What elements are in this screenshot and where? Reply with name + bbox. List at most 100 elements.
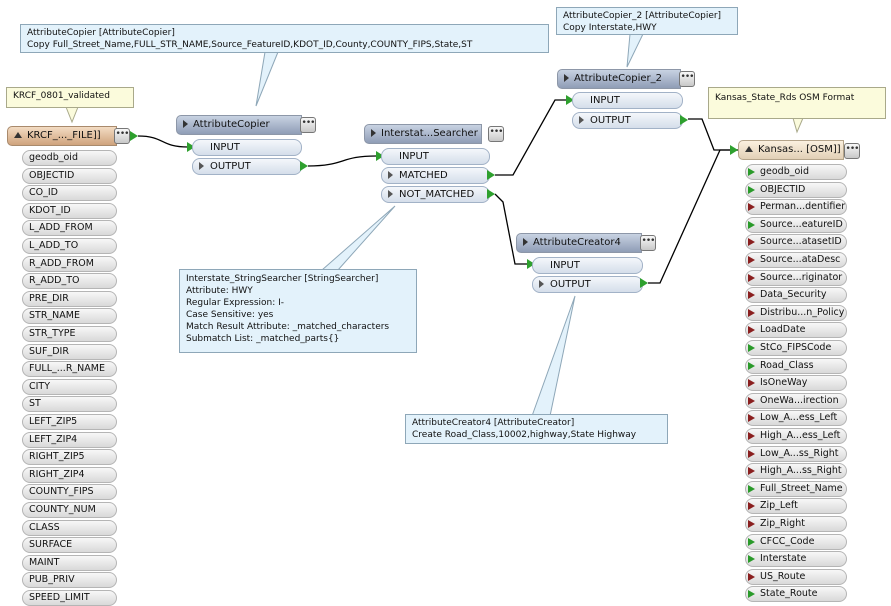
- reader-attribute[interactable]: R_ADD_FROM: [22, 255, 117, 272]
- reader-attribute[interactable]: L_ADD_FROM: [22, 220, 117, 237]
- creator-input-arrow-icon[interactable]: [527, 259, 535, 269]
- writer-menu-ellipsis-icon[interactable]: •••: [844, 143, 860, 159]
- link-copier-to-searcher[interactable]: [307, 155, 377, 167]
- copier2-menu-ellipsis-icon[interactable]: •••: [679, 71, 695, 87]
- writer-attribute[interactable]: geodb_oid: [745, 164, 847, 180]
- reader-attribute[interactable]: MAINT: [22, 554, 117, 571]
- searcher-input-port[interactable]: INPUT: [381, 148, 490, 165]
- writer-attribute[interactable]: Zip_Left: [745, 498, 847, 515]
- searcher-header[interactable]: Interstat...Searcher: [364, 124, 482, 144]
- reader-attribute[interactable]: geodb_oid: [22, 150, 117, 166]
- writer-attribute[interactable]: High_A...ess_Left: [745, 428, 847, 444]
- reader-attribute[interactable]: PUB_PRIV: [22, 572, 117, 589]
- collapse-icon[interactable]: [745, 146, 753, 152]
- reader-attribute[interactable]: RIGHT_ZIP4: [22, 466, 117, 483]
- copier2-header[interactable]: AttributeCopier_2: [557, 69, 681, 89]
- writer-attribute[interactable]: OneWa...irection: [745, 392, 847, 409]
- writer-attribute[interactable]: Data_Security: [745, 287, 847, 304]
- reader-header[interactable]: KRCF_..._FILE]]: [7, 126, 117, 146]
- expand-icon[interactable]: [523, 238, 528, 246]
- searcher-matched-port[interactable]: MATCHED: [381, 167, 490, 184]
- writer-attribute[interactable]: StCo_FIPSCode: [745, 340, 847, 356]
- link-matched-to-copier2[interactable]: [495, 99, 566, 176]
- copier-annotation[interactable]: AttributeCopier [AttributeCopier] Copy F…: [20, 24, 549, 53]
- writer-attribute[interactable]: Source...ataDesc: [745, 252, 847, 268]
- reader-attribute[interactable]: OBJECTID: [22, 167, 117, 184]
- searcher-input-arrow-icon[interactable]: [376, 151, 384, 161]
- copier2-annotation[interactable]: AttributeCopier_2 [AttributeCopier] Copy…: [556, 7, 738, 35]
- writer-attribute[interactable]: Low_A...ess_Left: [745, 410, 847, 427]
- reader-output-port-arrow-icon[interactable]: [130, 131, 138, 141]
- reader-attribute[interactable]: SPEED_LIMIT: [22, 590, 117, 606]
- reader-annotation[interactable]: KRCF_0801_validated: [6, 87, 134, 108]
- creator-input-port[interactable]: INPUT: [532, 257, 643, 274]
- writer-attribute[interactable]: Low_A...ss_Right: [745, 445, 847, 462]
- writer-attribute[interactable]: Source...eatureID: [745, 216, 847, 233]
- writer-attribute[interactable]: Interstate: [745, 551, 847, 568]
- writer-attribute[interactable]: LoadDate: [745, 322, 847, 339]
- writer-attribute[interactable]: Zip_Right: [745, 516, 847, 532]
- copier-menu-ellipsis-icon[interactable]: •••: [300, 117, 316, 133]
- reader-attribute[interactable]: CITY: [22, 378, 117, 395]
- copier-output-arrow-icon[interactable]: [300, 161, 308, 171]
- reader-attribute[interactable]: SUF_DIR: [22, 343, 117, 360]
- reader-attribute[interactable]: LEFT_ZIP4: [22, 431, 117, 448]
- writer-attribute[interactable]: Source...riginator: [745, 269, 847, 286]
- reader-attribute[interactable]: FULL_...R_NAME: [22, 361, 117, 378]
- writer-annotation[interactable]: Kansas_State_Rds OSM Format: [708, 87, 886, 119]
- expand-icon[interactable]: [579, 116, 584, 124]
- copier2-output-arrow-icon[interactable]: [680, 115, 688, 125]
- reader-attribute[interactable]: PRE_DIR: [22, 290, 117, 307]
- reader-attribute[interactable]: RIGHT_ZIP5: [22, 449, 117, 466]
- writer-attribute[interactable]: CFCC_Code: [745, 533, 847, 550]
- writer-attribute[interactable]: Perman...dentifier: [745, 199, 847, 216]
- writer-attribute[interactable]: IsOneWay: [745, 375, 847, 392]
- writer-attribute[interactable]: Road_Class: [745, 357, 847, 374]
- link-not-matched-to-creator[interactable]: [494, 193, 527, 265]
- writer-input-port-arrow-icon[interactable]: [730, 145, 738, 155]
- reader-attribute[interactable]: R_ADD_TO: [22, 273, 117, 290]
- link-creator-to-writer[interactable]: [648, 149, 740, 284]
- searcher-annotation[interactable]: Interstate_StringSearcher [StringSearche…: [179, 269, 417, 353]
- writer-attribute[interactable]: Source...atasetID: [745, 234, 847, 251]
- expand-icon[interactable]: [539, 280, 544, 288]
- copier2-output-port[interactable]: OUTPUT: [572, 112, 683, 129]
- reader-attribute[interactable]: CO_ID: [22, 185, 117, 202]
- reader-attribute[interactable]: COUNTY_NUM: [22, 502, 117, 518]
- writer-attribute[interactable]: US_Route: [745, 568, 847, 585]
- reader-attribute[interactable]: L_ADD_TO: [22, 238, 117, 254]
- creator-output-port[interactable]: OUTPUT: [532, 276, 643, 293]
- writer-attribute[interactable]: Distribu...n_Policy: [745, 304, 847, 321]
- reader-attribute[interactable]: STR_TYPE: [22, 326, 117, 342]
- expand-icon[interactable]: [388, 190, 393, 198]
- expand-icon[interactable]: [388, 171, 393, 179]
- creator-output-arrow-icon[interactable]: [640, 278, 648, 288]
- searcher-not-matched-port[interactable]: NOT_MATCHED: [381, 186, 490, 203]
- reader-attribute[interactable]: STR_NAME: [22, 308, 117, 325]
- copier-input-port[interactable]: INPUT: [192, 139, 302, 156]
- creator-menu-ellipsis-icon[interactable]: •••: [640, 235, 656, 251]
- link-reader-to-copier[interactable]: [137, 135, 189, 148]
- expand-icon[interactable]: [564, 74, 569, 82]
- copier2-input-arrow-icon[interactable]: [566, 95, 574, 105]
- expand-icon[interactable]: [199, 162, 204, 170]
- collapse-icon[interactable]: [14, 132, 22, 138]
- copier2-input-port[interactable]: INPUT: [572, 92, 683, 109]
- writer-header[interactable]: Kansas... [OSM]]: [738, 140, 844, 160]
- reader-menu-ellipsis-icon[interactable]: •••: [114, 128, 130, 144]
- reader-attribute[interactable]: LEFT_ZIP5: [22, 414, 117, 430]
- reader-attribute[interactable]: KDOT_ID: [22, 202, 117, 219]
- expand-icon[interactable]: [183, 120, 188, 128]
- reader-attribute[interactable]: SURFACE: [22, 537, 117, 554]
- writer-attribute[interactable]: High_A...ss_Right: [745, 463, 847, 480]
- searcher-menu-ellipsis-icon[interactable]: •••: [488, 126, 504, 142]
- copier-output-port[interactable]: OUTPUT: [192, 158, 302, 175]
- searcher-matched-arrow-icon[interactable]: [487, 170, 495, 180]
- expand-icon[interactable]: [371, 129, 376, 137]
- writer-attribute[interactable]: Full_Street_Name: [745, 480, 847, 497]
- reader-attribute[interactable]: CLASS: [22, 519, 117, 536]
- writer-attribute[interactable]: OBJECTID: [745, 181, 847, 198]
- copier-input-arrow-icon[interactable]: [187, 142, 195, 152]
- searcher-not-matched-arrow-icon[interactable]: [487, 189, 495, 199]
